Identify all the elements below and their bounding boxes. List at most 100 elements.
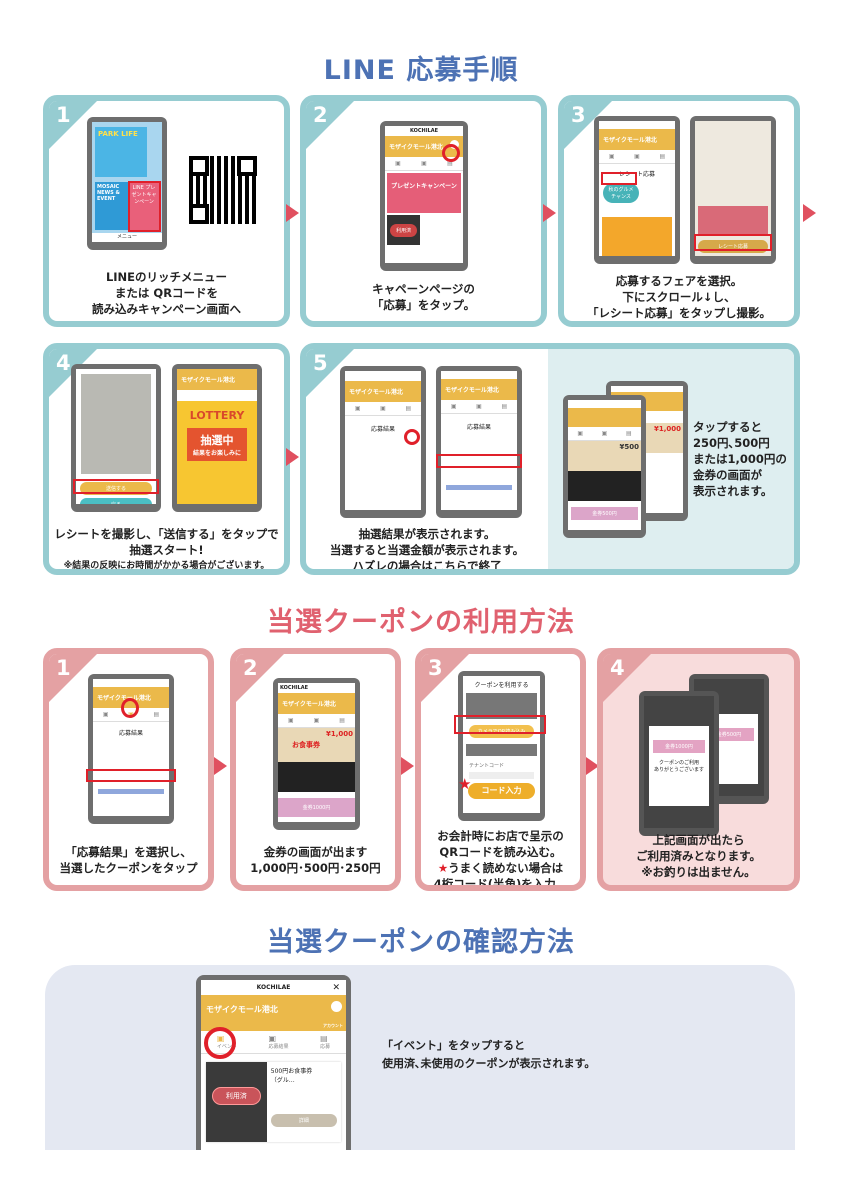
section-title-use: 当選クーポンの利用方法 bbox=[267, 607, 575, 638]
highlight-box bbox=[436, 454, 522, 468]
next-arrow-icon bbox=[286, 448, 299, 466]
app-header: モザイクモール港北 bbox=[599, 129, 675, 150]
step-number: 4 bbox=[610, 656, 625, 680]
step-number: 2 bbox=[313, 103, 328, 127]
park-life-banner: PARK LIFE bbox=[95, 127, 147, 177]
coupon-amount: ¥1,000 bbox=[325, 730, 353, 738]
highlight-box bbox=[86, 769, 176, 782]
next-arrow-icon bbox=[803, 204, 816, 222]
screen-title: 応募結果 bbox=[466, 424, 491, 431]
step-caption: 「応募結果」を選択し、 当選したクーポンをタップ bbox=[59, 845, 198, 875]
next-arrow-icon bbox=[286, 204, 299, 222]
section-title-line: LINE 応募手順 bbox=[323, 55, 519, 86]
tab-apply[interactable]: ▤応募 bbox=[320, 1034, 331, 1050]
coupon-title: 500円お食事券 （グル… bbox=[270, 1068, 313, 1084]
next-arrow-icon bbox=[214, 757, 227, 775]
app-header: モザイクモール港北 bbox=[345, 381, 421, 402]
use-step-2-card: 2 KOCHILAE モザイクモール港北 ▣▣▤ お食事券¥1,000 金券10… bbox=[230, 648, 401, 891]
star-icon: ★ bbox=[458, 775, 472, 793]
step-caption: キャペーンページの 「応募」をタップ。 bbox=[371, 282, 476, 312]
step-number: 2 bbox=[243, 656, 258, 680]
step-number: 1 bbox=[56, 656, 71, 680]
used-badge: 利用済 bbox=[390, 224, 418, 237]
step-caption-note: うまく読めない場合は 4桁コード(半角)を入力。 bbox=[433, 861, 568, 891]
account-label: アカウント bbox=[323, 1023, 343, 1028]
code-input-button[interactable]: コード入力 bbox=[468, 783, 535, 799]
thanks-message: クーポンのご利用 ありがとうございます bbox=[653, 760, 704, 773]
close-icon[interactable]: ✕ bbox=[332, 983, 340, 993]
ticket-label: 金券1000円 bbox=[653, 740, 705, 753]
drawing-label: 抽選中 bbox=[200, 434, 234, 447]
check-caption: 「イベント」をタップすると 使用済､未使用のクーポンが表示されます。 bbox=[382, 1039, 596, 1070]
step-caption: 金券の画面が出ます 1,000円･500円･250円 bbox=[250, 845, 381, 875]
app-header: モザイクモール港北 bbox=[206, 1005, 278, 1014]
lottery-title: LOTTERY bbox=[189, 409, 245, 422]
highlight-box bbox=[128, 181, 161, 232]
check-panel: KOCHILAE ✕ モザイクモール港北アカウント ▣イベント ▣応募結果 ▤応… bbox=[45, 965, 795, 1150]
send-button[interactable]: 送信する bbox=[80, 482, 152, 495]
side-caption: タップすると 250円､500円 または1,000円の 金券の画面が 表示されま… bbox=[693, 420, 787, 498]
fair-select-button[interactable]: 秋のグルメチャンス bbox=[603, 183, 639, 203]
highlight-circle bbox=[204, 1027, 236, 1059]
phone-mockup: 送信する 戻る bbox=[71, 364, 161, 512]
coupon-amount: ¥500 bbox=[568, 441, 641, 471]
phone-mockup: レシート応募 bbox=[690, 116, 776, 264]
step-caption: お会計時にお店で呈示の QRコードを読み込む。 bbox=[437, 829, 564, 859]
campaign-banner: プレゼントキャンペーン bbox=[387, 173, 461, 213]
step-number: 1 bbox=[56, 103, 71, 127]
used-badge: 利用済 bbox=[212, 1087, 261, 1105]
star-mark: ★ bbox=[437, 861, 449, 875]
phone-mockup: クーポンを利用する カメラでQR読み込み テナントコード コード入力 bbox=[454, 671, 546, 821]
tab-results[interactable]: ▣応募結果 bbox=[268, 1034, 289, 1050]
step-number: 5 bbox=[313, 351, 328, 375]
phone-mockup: KOCHILAE ✕ モザイクモール港北アカウント ▣イベント ▣応募結果 ▤応… bbox=[196, 975, 351, 1150]
section-title-check: 当選クーポンの確認方法 bbox=[267, 927, 575, 958]
screen-title: 応募結果 bbox=[118, 730, 143, 737]
next-arrow-icon bbox=[543, 204, 556, 222]
highlight-circle bbox=[442, 144, 460, 162]
phone-mockup: KOCHILAE モザイクモール港北 ▣▣▤ プレゼントキャンペーン 利用済 bbox=[380, 121, 468, 271]
phone-mockup: モザイクモール港北 ▣▣▤ 応募結果 bbox=[340, 366, 426, 518]
qr-code[interactable] bbox=[189, 156, 257, 224]
ticket-image-label: お食事券 bbox=[292, 741, 320, 749]
highlight-box bbox=[73, 479, 159, 494]
phone-mockup: PARK LIFE MOSAIC NEWS & EVENT LINE プレゼント… bbox=[87, 117, 167, 250]
code-label: テナントコード bbox=[469, 763, 505, 769]
menu-label: メニュー bbox=[92, 233, 162, 242]
step-number: 4 bbox=[56, 351, 71, 375]
step-number: 3 bbox=[571, 103, 586, 127]
next-arrow-icon bbox=[401, 757, 414, 775]
step-caption: 抽選結果が表示されます。 当選すると当選金額が表示されます。 ハズレの場合はこち… bbox=[329, 527, 525, 573]
line-step-2-card: 2 KOCHILAE モザイクモール港北 ▣▣▤ プレゼントキャンペーン 利用済… bbox=[300, 95, 547, 327]
use-step-3-card: 3 クーポンを利用する カメラでQR読み込み テナントコード コード入力 ★ お… bbox=[415, 648, 586, 891]
line-step-5-card: 5 モザイクモール港北 ▣▣▤ 応募結果 モザイクモール港北 ▣▣▤ 応募結果 … bbox=[300, 343, 800, 575]
brand-label: KOCHILAE bbox=[256, 984, 291, 991]
enjoy-label: 結果をお楽しみに bbox=[192, 450, 241, 457]
step-number: 3 bbox=[428, 656, 443, 680]
highlight-circle bbox=[404, 429, 420, 445]
app-header: モザイクモール港北 bbox=[278, 693, 355, 714]
phone-mockup: モザイクモール港北 ▣▣▤ 応募結果 bbox=[436, 366, 522, 518]
back-button[interactable]: 戻る bbox=[80, 498, 152, 504]
brand-label: KOCHILAE bbox=[409, 128, 439, 134]
phone-mockup: モザイクモール港北 ▣▣▤ 応募結果 bbox=[86, 674, 176, 824]
ticket-button[interactable]: 金券1000円 bbox=[278, 798, 355, 817]
app-header: モザイクモール港北 bbox=[177, 369, 257, 390]
highlight-circle bbox=[121, 698, 139, 718]
step-caption: LINEのリッチメニュー または QRコードを 読み込みキャンペーン画面へ bbox=[92, 270, 241, 316]
step-note: ※結果の反映にお時間がかかる場合がございます。 bbox=[63, 561, 270, 571]
app-header: モザイクモール港北 bbox=[93, 687, 169, 708]
ticket-button[interactable]: 金券500円 bbox=[571, 507, 638, 520]
line-step-3-card: 3 モザイクモール港北 ▣▣▤ レシート応募 秋のグルメチャンス レシート応募 … bbox=[558, 95, 800, 327]
screen-title: 応募結果 bbox=[370, 426, 395, 433]
detail-button[interactable]: 詳細 bbox=[270, 1114, 337, 1127]
app-header: モザイクモール港北 bbox=[441, 379, 517, 400]
highlight-box bbox=[694, 234, 772, 251]
line-step-1-card: 1 PARK LIFE MOSAIC NEWS & EVENT LINE プレゼ… bbox=[43, 95, 290, 327]
step-caption: レシートを撮影し､「送信する」をタップで 抽選スタート! bbox=[54, 527, 279, 557]
highlight-box bbox=[601, 172, 637, 185]
brand-label: KOCHILAE bbox=[280, 685, 309, 691]
news-banner: MOSAIC NEWS & EVENT bbox=[95, 182, 128, 230]
campaign-banner[interactable]: LINE プレゼントキャンペーン bbox=[129, 182, 159, 230]
use-step-4-card: 4 金券500円 金券1000円 クーポンのご利用 ありがとうございます 上記画… bbox=[597, 648, 800, 891]
